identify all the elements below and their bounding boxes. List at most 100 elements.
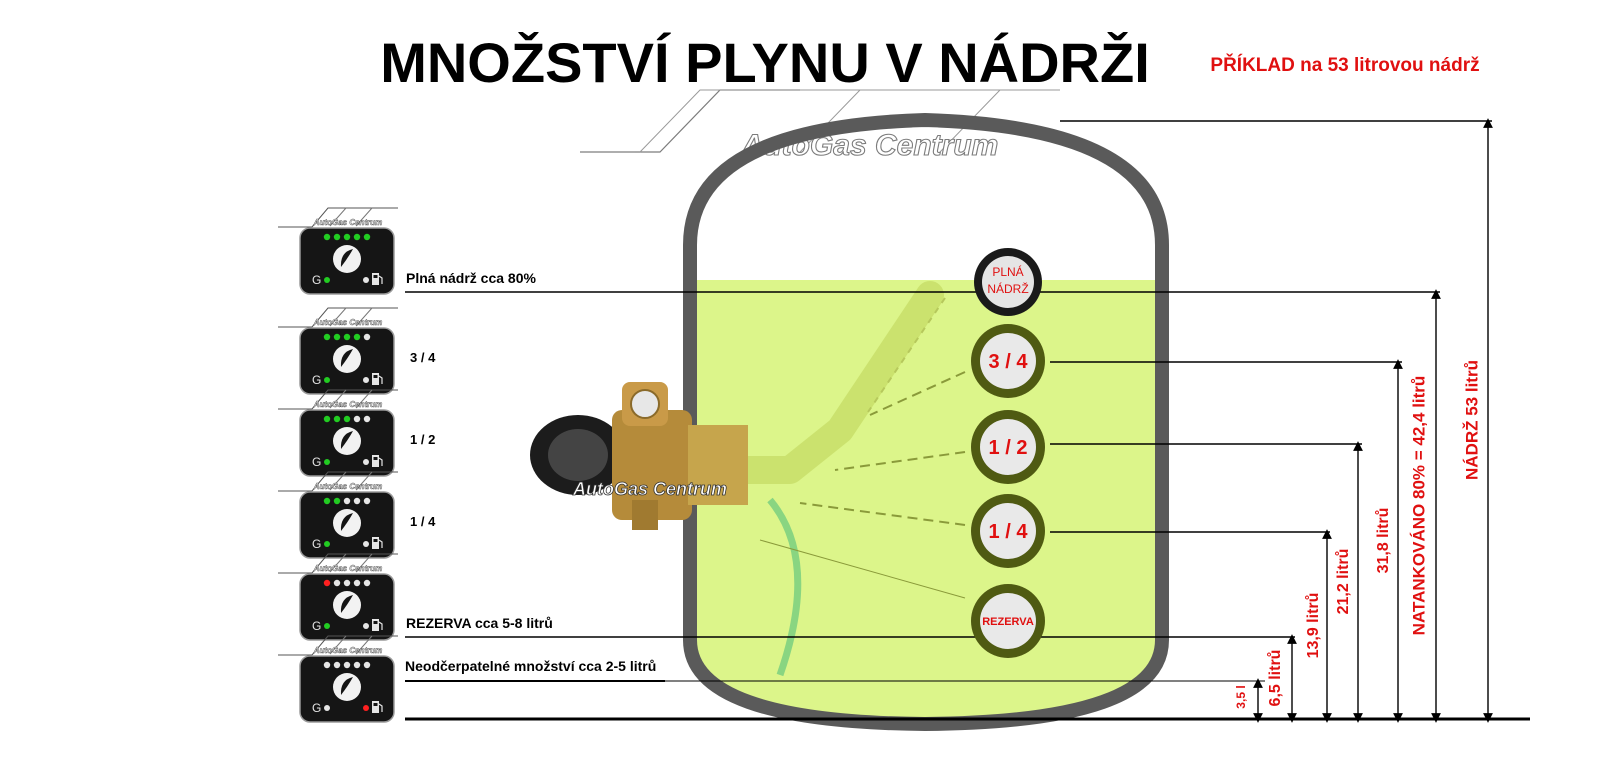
watermark-brand-small: AutoGas Centrum [313, 482, 382, 491]
petrol-mode-led [363, 705, 369, 711]
side-label-half: 1 / 2 [410, 432, 435, 447]
dimension-d7: NÁDRŽ 53 litrů [1462, 118, 1493, 723]
level-led [333, 233, 341, 241]
switch-button [333, 673, 361, 701]
marker-label: 1 / 4 [989, 521, 1029, 543]
gas-mode-label: G [312, 373, 321, 387]
level-led [353, 415, 361, 423]
level-led [363, 497, 371, 505]
level-led [323, 661, 331, 669]
dimension-d3: 13,9 litrů [1305, 529, 1332, 723]
agc-logo-small: AutoGas Centrum [278, 389, 398, 410]
agc-logo-small: AutoGas Centrum [278, 553, 398, 574]
level-led [323, 497, 331, 505]
side-label-three_quarter: 3 / 4 [410, 350, 436, 365]
dimension-label: 31,8 litrů [1375, 508, 1392, 574]
example-note: PŘÍKLAD na 53 litrovou nádrž [1210, 54, 1479, 76]
level-marker-reserve: REZERVA [971, 584, 1045, 658]
petrol-mode-led [363, 623, 369, 629]
dimension-d6: NATANKOVÁNO 80% = 42,4 litrů [1409, 289, 1441, 723]
leaf-icon [340, 431, 353, 449]
leaf-icon [340, 513, 353, 531]
dimension-label: NÁDRŽ 53 litrů [1462, 360, 1481, 480]
level-led [343, 233, 351, 241]
watermark-brand-small: AutoGas Centrum [313, 218, 382, 227]
level-led [333, 415, 341, 423]
level-led [363, 333, 371, 341]
marker-face [982, 256, 1034, 308]
level-sender-valve: AutoGas Centrum [530, 382, 748, 530]
watermark-brand-small: AutoGas Centrum [313, 318, 382, 327]
level-marker-three_quarter: 3 / 4 [971, 324, 1045, 398]
level-led [323, 333, 331, 341]
level-led [323, 415, 331, 423]
marker-label: 1 / 2 [989, 437, 1028, 459]
level-led [333, 497, 341, 505]
marker-face [980, 593, 1036, 649]
level-led [353, 233, 361, 241]
leaf-icon [340, 349, 353, 367]
fuel-pump-icon [372, 537, 383, 549]
level-led [363, 415, 371, 423]
gas-mode-label: G [312, 537, 321, 551]
leaf-icon [340, 595, 353, 613]
marker-label: 3 / 4 [989, 351, 1029, 373]
petrol-mode-led [363, 459, 369, 465]
level-led [363, 579, 371, 587]
page-title: MNOŽSTVÍ PLYNU V NÁDRŽI [380, 31, 1150, 94]
gas-mode-led [324, 277, 330, 283]
fuel-pump-icon [372, 701, 383, 713]
petrol-mode-led [363, 541, 369, 547]
level-led [343, 497, 351, 505]
level-led [353, 579, 361, 587]
level-marker-half: 1 / 2 [971, 410, 1045, 484]
level-led [363, 233, 371, 241]
agc-logo-small: AutoGas Centrum [278, 471, 398, 492]
side-label-unpumpable: Neodčerpatelné množství cca 2-5 litrů [405, 658, 656, 674]
dimension-label: 21,2 litrů [1335, 549, 1352, 615]
tank-wall [683, 112, 1169, 732]
level-marker-quarter: 1 / 4 [971, 494, 1045, 568]
fuel-pump-icon [372, 455, 383, 467]
marker-label: REZERVA [982, 616, 1034, 628]
level-led [353, 661, 361, 669]
petrol-mode-led [363, 277, 369, 283]
marker-face [980, 503, 1036, 559]
leaf-icon [340, 677, 353, 695]
agc-logo-small: AutoGas Centrum [278, 307, 398, 328]
watermark-brand-small: AutoGas Centrum [313, 564, 382, 573]
watermark-brand-valve: AutoGas Centrum [572, 479, 727, 499]
dimension-d2: 6,5 litrů [1267, 634, 1297, 723]
fuel-pump-icon [372, 619, 383, 631]
switch-button [333, 591, 361, 619]
dimension-d1: 3,5 l [1234, 678, 1263, 723]
dimension-d4: 21,2 litrů [1335, 441, 1363, 723]
gas-mode-led [324, 705, 330, 711]
petrol-mode-led [363, 377, 369, 383]
watermark-brand-small: AutoGas Centrum [313, 400, 382, 409]
switch-button [333, 245, 361, 273]
dimension-label: 6,5 litrů [1267, 650, 1284, 707]
agc-logo-small: AutoGas Centrum [278, 635, 398, 656]
gas-mode-label: G [312, 701, 321, 715]
marker-label-line2: NÁDRŽ [987, 281, 1028, 296]
fuel-pump-icon [372, 273, 383, 285]
level-led [343, 579, 351, 587]
float-arm [706, 281, 966, 677]
gas-mode-label: G [312, 273, 321, 287]
agc-logo-small: AutoGas Centrum [278, 207, 398, 228]
level-led [343, 415, 351, 423]
switch-button [333, 509, 361, 537]
level-led [343, 661, 351, 669]
gas-mode-led [324, 623, 330, 629]
gas-mode-label: G [312, 455, 321, 469]
side-label-reserve: REZERVA cca 5-8 litrů [406, 615, 553, 631]
level-led [333, 579, 341, 587]
side-label-quarter: 1 / 4 [410, 514, 436, 529]
fuel-pump-icon [372, 373, 383, 385]
